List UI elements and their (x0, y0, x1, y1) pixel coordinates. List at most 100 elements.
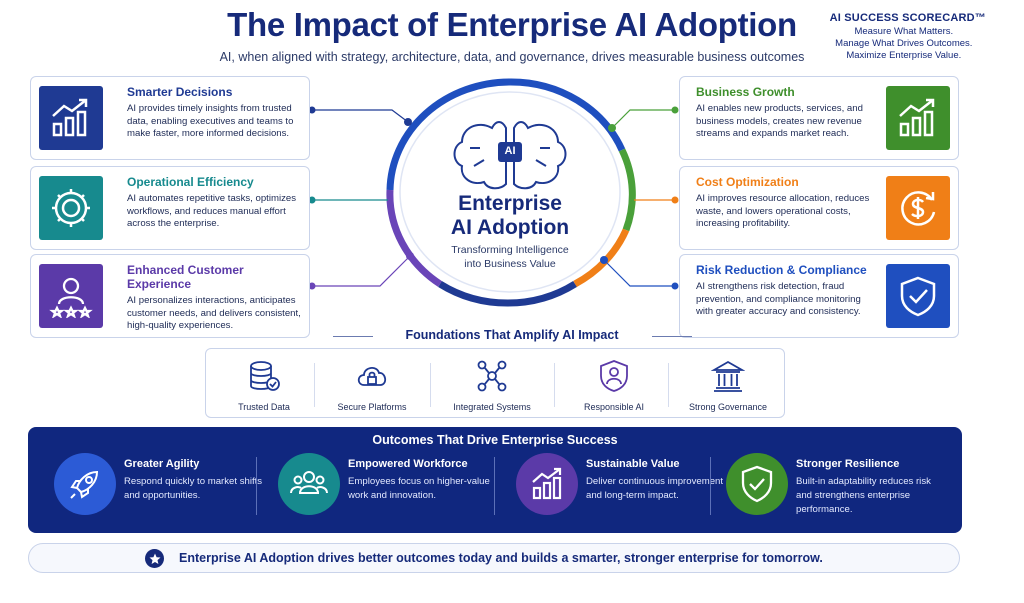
card-title: Risk Reduction & Compliance (696, 263, 867, 277)
outcome-title: Greater Agility (124, 458, 200, 470)
hub-subtitle: Transforming Intelligence into Business … (390, 243, 630, 271)
connector-dot (404, 118, 412, 126)
card-description: AI strengthens risk detection, fraud pre… (696, 281, 861, 318)
scorecard-title: AI SUCCESS SCORECARD™ (829, 12, 986, 24)
scorecard-line: Measure What Matters. (854, 26, 954, 37)
divider (314, 363, 315, 407)
customer-stars-icon (39, 264, 103, 328)
connector-dot (308, 196, 316, 204)
brain-icon (453, 121, 567, 190)
foundations-panel: Trusted Data Secure Platforms Integrated… (205, 348, 785, 418)
footer-banner: Enterprise AI Adoption drives better out… (28, 543, 960, 573)
connector-line (603, 259, 678, 287)
gear-icon (39, 176, 103, 240)
connector-dot (671, 282, 679, 290)
foundation-item: Integrated Systems (434, 349, 550, 419)
institution-icon (711, 360, 745, 392)
foundation-item: Secure Platforms (314, 349, 430, 419)
hub-title-line: Enterprise (458, 192, 562, 215)
foundation-item: Responsible AI (556, 349, 672, 419)
outcome-description: Deliver continuous improvement and long-… (586, 476, 724, 501)
divider (333, 336, 373, 337)
foundation-label: Secure Platforms (337, 402, 407, 412)
hub-ring-segment (386, 78, 511, 191)
page-subtitle: AI, when aligned with strategy, architec… (219, 50, 805, 64)
hub-ring-segment (438, 281, 577, 307)
hub-ring-segment (509, 78, 626, 152)
connector-dot (608, 124, 616, 132)
foundation-item: Trusted Data (206, 349, 322, 419)
divider (668, 363, 669, 407)
connector-line (307, 255, 411, 287)
outcome-description: Respond quickly to market shifts and opp… (124, 476, 263, 501)
card-customer-experience: Enhanced Customer Experience AI personal… (30, 254, 310, 338)
card-title: Smarter Decisions (127, 85, 233, 99)
card-business-growth: Business Growth AI enables new products,… (679, 76, 959, 160)
hub-ring-segment (618, 148, 636, 232)
divider (494, 457, 495, 515)
person-shield-icon (600, 360, 628, 392)
card-description: AI provides timely insights from trusted… (127, 103, 294, 140)
hub-title: Enterprise AI Adoption (390, 192, 630, 240)
outcome-description: Built-in adaptability reduces risk and s… (796, 476, 931, 515)
outcome-title: Sustainable Value (586, 458, 680, 470)
connector-dot (308, 106, 316, 114)
divider (430, 363, 431, 407)
card-title: Enhanced Customer Experience (127, 263, 244, 291)
outcome-title: Empowered Workforce (348, 458, 468, 470)
outcomes-panel: Outcomes That Drive Enterprise Success G… (28, 427, 962, 533)
divider (554, 363, 555, 407)
divider (710, 457, 711, 515)
shield-check-icon (726, 453, 788, 515)
foundation-item: Strong Governance (670, 349, 786, 419)
growth-chart-icon (516, 453, 578, 515)
foundation-label: Trusted Data (238, 402, 290, 412)
outcome-description: Employees focus on higher-value work and… (348, 476, 490, 501)
page-title: The Impact of Enterprise AI Adoption (227, 6, 797, 43)
ai-badge-label: AI (504, 145, 516, 157)
network-nodes-icon (477, 360, 507, 392)
connector-dot (671, 106, 679, 114)
card-title: Operational Efficiency (127, 175, 254, 189)
cloud-lock-icon (357, 367, 387, 386)
database-check-icon (250, 361, 280, 391)
shield-check-icon (886, 264, 950, 328)
ai-badge (498, 142, 522, 162)
foundation-label: Responsible AI (583, 402, 645, 412)
star-icon (145, 549, 164, 568)
card-description: AI enables new products, services, and b… (696, 103, 863, 140)
scorecard-line: Maximize Enterprise Value. (846, 50, 962, 61)
divider (652, 336, 692, 337)
connector-dot (406, 252, 414, 260)
dollar-cycle-icon (886, 176, 950, 240)
foundation-label: Integrated Systems (453, 402, 531, 412)
divider (256, 457, 257, 515)
connector-line (307, 109, 409, 123)
hub-ring-segment (386, 189, 442, 287)
card-operational-efficiency: Operational Efficiency AI automates repe… (30, 166, 310, 250)
card-description: AI personalizes interactions, anticipate… (127, 295, 301, 332)
card-description: AI automates repetitive tasks, optimizes… (127, 193, 297, 230)
card-smarter-decisions: Smarter Decisions AI provides timely ins… (30, 76, 310, 160)
scorecard: AI SUCCESS SCORECARD™ Measure What Matte… (830, 12, 986, 62)
outcomes-title: Outcomes That Drive Enterprise Success (372, 433, 618, 447)
foundation-label: Strong Governance (688, 402, 768, 412)
card-description: AI improves resource allocation, reduces… (696, 193, 870, 230)
card-title: Cost Optimization (696, 175, 799, 189)
scorecard-line: Manage What Drives Outcomes. (835, 38, 973, 49)
bar-chart-growth-icon (39, 86, 103, 150)
rocket-icon (54, 453, 116, 515)
connector-dot (671, 196, 679, 204)
outcome-title: Stronger Resilience (796, 458, 900, 470)
footer-text: Enterprise AI Adoption drives better out… (179, 551, 823, 565)
connector-dot (600, 256, 608, 264)
bar-chart-growth-icon (886, 86, 950, 150)
connector-dot (308, 282, 316, 290)
card-risk-reduction: Risk Reduction & Compliance AI strengthe… (679, 254, 959, 338)
hub-title-line: AI Adoption (450, 216, 570, 239)
connector-line (611, 109, 678, 129)
hub-subtitle-line: Transforming Intelligence (451, 244, 569, 256)
card-cost-optimization: Cost Optimization AI improves resource a… (679, 166, 959, 250)
hub-subtitle-line: into Business Value (464, 258, 556, 270)
